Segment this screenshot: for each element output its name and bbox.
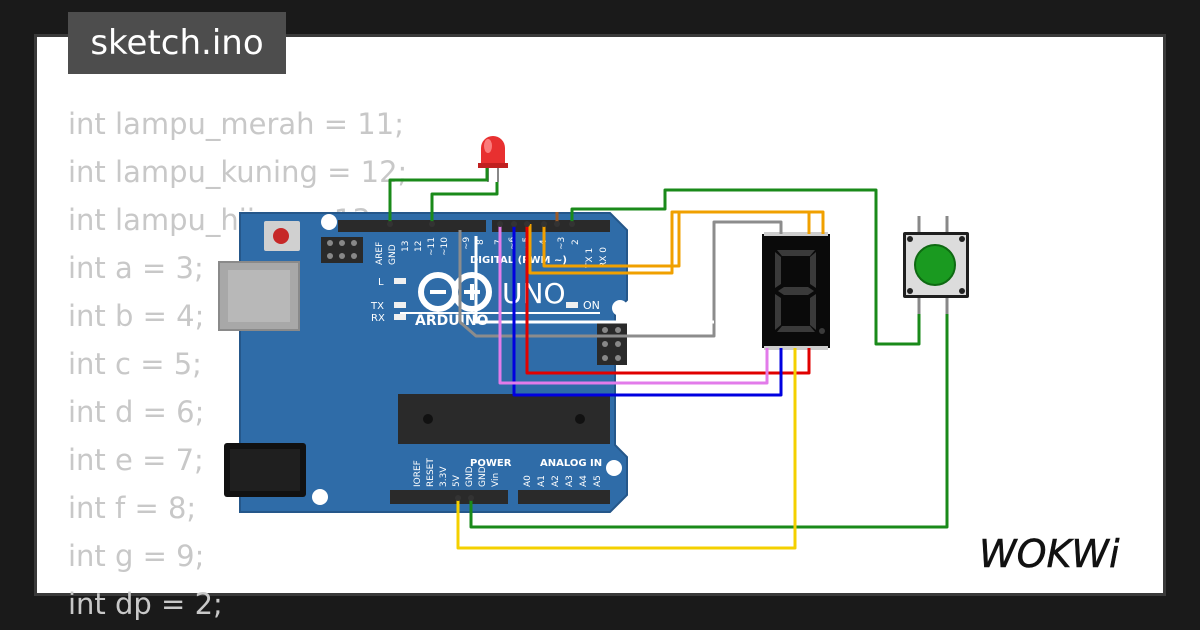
code-line: int f = 8; — [68, 491, 197, 525]
wire-orange-2[interactable] — [542, 210, 825, 268]
code-line: int lampu_kuning = 12; — [68, 155, 408, 189]
pin-label: AREF — [375, 242, 385, 265]
pin-label: 12 — [414, 241, 424, 252]
pin-label: A1 — [537, 475, 547, 487]
pin-label: 13 — [401, 241, 411, 252]
pin-label: ~3 — [557, 237, 567, 250]
pin-label: GND — [388, 244, 398, 265]
code-line: int c = 5; — [68, 347, 202, 381]
seven-segment-display[interactable] — [762, 232, 830, 350]
pin-label: RX 0 — [599, 247, 609, 268]
pin-label: TX 1 — [585, 248, 595, 269]
wire-green-button[interactable] — [570, 188, 921, 346]
analog-section-label: ANALOG IN — [540, 458, 602, 469]
pin-label: 8 — [476, 239, 486, 245]
pin-label: ~11 — [427, 237, 437, 256]
wire-blue[interactable] — [512, 224, 783, 397]
atmega-chip — [398, 394, 610, 444]
pin-label: 2 — [571, 239, 581, 245]
power-section-label: POWER — [470, 458, 512, 469]
pin-label: GND — [478, 466, 488, 487]
wire-green-gnd[interactable] — [469, 314, 949, 529]
code-line: int a = 3; — [68, 251, 204, 285]
led-label-rx: RX — [371, 313, 385, 324]
pin-label: ~9 — [462, 236, 472, 250]
wire-white[interactable] — [474, 236, 714, 324]
code-line: int lampu_merah = 11; — [68, 107, 404, 141]
power-header — [390, 490, 508, 504]
pin-label: A0 — [523, 475, 533, 487]
wire-green-led[interactable] — [388, 168, 489, 224]
arduino-uno-board[interactable]: UNO ARDUINO DIGITAL (PWM ~) L TX RX ON P… — [218, 212, 628, 513]
board-brand-label: ARDUINO — [415, 313, 489, 329]
wire-green-led-2[interactable] — [430, 182, 499, 224]
analog-header — [518, 490, 610, 504]
pin-label: 5V — [452, 474, 462, 487]
arduino-logo-icon — [418, 272, 492, 312]
led-label-l: L — [378, 277, 384, 288]
pin-label: A2 — [551, 475, 561, 487]
digital-header-right — [492, 220, 610, 232]
pin-label: Vin — [491, 473, 501, 487]
wire-red[interactable] — [525, 224, 811, 375]
wire-orange-1[interactable] — [528, 210, 811, 275]
wokwi-logo-text: WOKWi — [979, 532, 1120, 576]
pin-label: A3 — [565, 475, 575, 487]
board-model-label: UNO — [502, 277, 565, 310]
digital-section-label: DIGITAL (PWM ~) — [470, 255, 567, 266]
code-line: int d = 6; — [68, 395, 205, 429]
pin-label: A5 — [593, 475, 603, 487]
led-label-on: ON — [583, 299, 600, 312]
wire-gray[interactable] — [458, 220, 783, 338]
push-button[interactable] — [903, 216, 969, 314]
pin-label: GND — [465, 466, 475, 487]
pin-label: IOREF — [413, 460, 423, 487]
code-line: int g = 9; — [68, 539, 205, 573]
pin-label: A4 — [579, 475, 589, 487]
led-label-tx: TX — [370, 301, 384, 312]
file-tab[interactable]: sketch.ino — [68, 12, 286, 74]
wire-yellow[interactable] — [456, 348, 797, 550]
wire-violet[interactable] — [498, 224, 769, 385]
code-line: int b = 4; — [68, 299, 205, 333]
pin-label: RESET — [426, 458, 436, 487]
pin-label: ~10 — [440, 237, 450, 256]
code-line: int dp = 2; — [68, 587, 223, 621]
wokwi-logo: WOKWi — [979, 532, 1120, 577]
segment-digit-icon — [775, 250, 825, 334]
pin-label: 3.3V — [439, 466, 449, 487]
code-line: int e = 7; — [68, 443, 204, 477]
digital-header-left — [338, 220, 486, 232]
red-led[interactable] — [478, 136, 508, 182]
